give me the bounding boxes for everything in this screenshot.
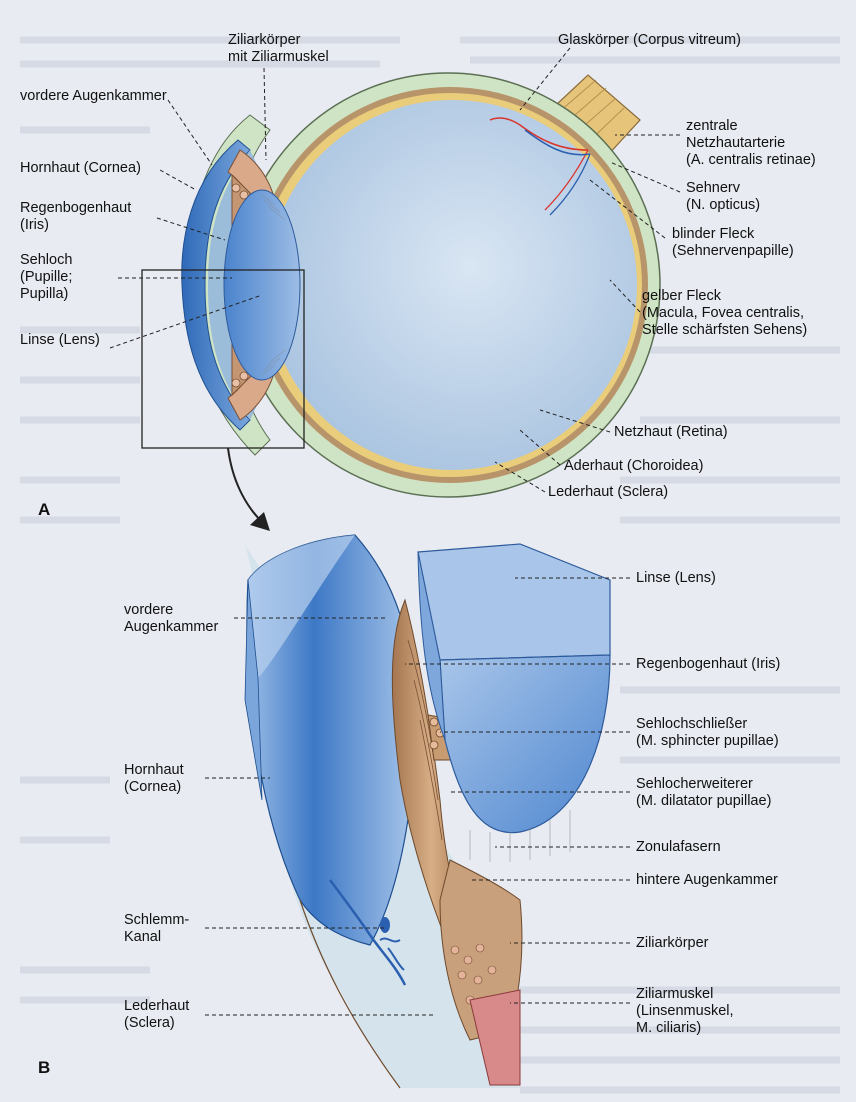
label-a-iris: Regenbogenhaut(Iris) [20,200,131,234]
label-a-cornea: Hornhaut (Cornea) [20,160,141,177]
label-a-anterior-chamber: vordere Augenkammer [20,88,167,105]
label-a-macula: gelber Fleck(Macula, Fovea centralis,Ste… [642,288,807,339]
lens-b-body [440,655,610,833]
label-b-zonular-fibers: Zonulafasern [636,839,721,856]
label-a-retina: Netzhaut (Retina) [614,424,728,441]
label-b-posterior-chamber: hintere Augenkammer [636,872,778,889]
label-a-vitreous: Glaskörper (Corpus vitreum) [558,32,741,49]
label-b-schlemm-canal: Schlemm-Kanal [124,912,189,946]
label-a-blind-spot: blinder Fleck(Sehnervenpapille) [672,226,794,260]
label-a-lens: Linse (Lens) [20,332,100,349]
panel-a-letter: A [38,500,50,520]
label-b-cornea: Hornhaut(Cornea) [124,762,184,796]
label-b-iris: Regenbogenhaut (Iris) [636,656,780,673]
lens-shape [224,190,300,380]
label-b-sclera: Lederhaut(Sclera) [124,998,189,1032]
label-b-sphincter: Sehlochschließer(M. sphincter pupillae) [636,716,779,750]
label-a-pupil: Sehloch(Pupille;Pupilla) [20,252,72,303]
label-b-ciliary-body: Ziliarkörper [636,935,709,952]
label-a-choroid: Aderhaut (Choroidea) [564,458,703,475]
label-b-dilator: Sehlocherweiterer(M. dilatator pupillae) [636,776,771,810]
lens-b-top [418,544,610,660]
label-a-sclera: Lederhaut (Sclera) [548,484,668,501]
vitreous-body-shape [267,100,637,470]
label-b-ciliary-muscle: Ziliarmuskel(Linsenmuskel,M. ciliaris) [636,986,734,1037]
zoom-arrow-icon [250,512,270,531]
label-a-optic-nerve: Sehnerv(N. opticus) [686,180,760,214]
label-b-lens: Linse (Lens) [636,570,716,587]
panel-b-letter: B [38,1058,50,1078]
